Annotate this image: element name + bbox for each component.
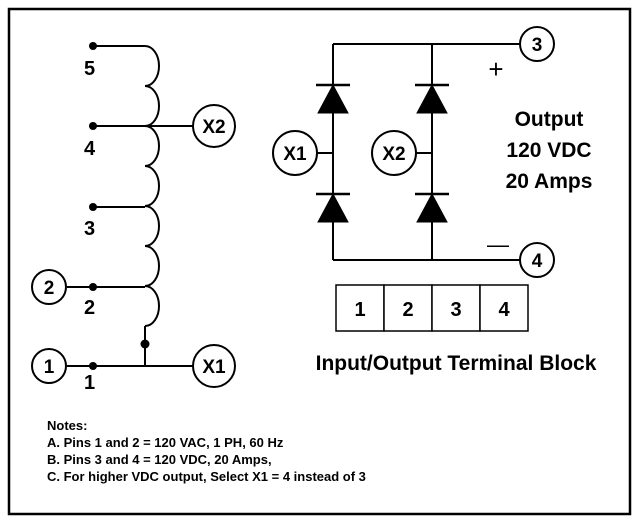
bridge-x2-circle	[371, 130, 417, 176]
pin-1-dot	[89, 362, 97, 370]
output-4-circle	[519, 242, 555, 278]
notes-heading: Notes:	[47, 418, 87, 433]
output-voltage: 120 VDC	[506, 139, 591, 162]
x2-node-label: X2	[202, 117, 225, 138]
diode-top-left	[317, 83, 349, 114]
terminal-block: 1 2 3 4 Input/Output Terminal Block	[316, 284, 597, 375]
input-1-circle	[31, 348, 67, 384]
x1-node-label: X1	[202, 357, 226, 378]
note-b: B. Pins 3 and 4 = 120 VDC, 20 Amps,	[47, 452, 272, 467]
diode-top-right	[416, 83, 448, 114]
negative-sign: —	[487, 232, 509, 257]
transformer: 5 4 3 2 1 X2 X1 2 1	[31, 42, 236, 394]
bridge-x2-label: X2	[382, 144, 405, 165]
pin-3-dot	[89, 203, 97, 211]
transformer-coil	[93, 45, 160, 327]
terminal-cell-1	[335, 284, 385, 332]
notes: Notes: A. Pins 1 and 2 = 120 VAC, 1 PH, …	[47, 418, 366, 484]
note-a: A. Pins 1 and 2 = 120 VAC, 1 PH, 60 Hz	[47, 435, 284, 450]
x1-node-circle	[192, 344, 236, 388]
pin-4-dot	[89, 122, 97, 130]
positive-sign: +	[488, 54, 503, 84]
output-current: 20 Amps	[506, 170, 593, 193]
bridge-rectifier: X1 X2 3 4 + —	[272, 26, 555, 278]
output-spec: Output 120 VDC 20 Amps	[506, 108, 593, 193]
pin-label-4: 4	[84, 138, 96, 160]
input-1-label: 1	[44, 357, 55, 378]
terminal-cell-4	[479, 284, 529, 332]
polarity-dot	[140, 339, 150, 349]
terminal-label-2: 2	[402, 299, 413, 321]
bridge-x1-label: X1	[283, 144, 307, 165]
output-4-label: 4	[532, 251, 543, 272]
terminal-label-3: 3	[450, 299, 461, 321]
bridge-x1-circle	[272, 130, 318, 176]
output-3-label: 3	[532, 35, 543, 56]
diagram-frame	[7, 7, 632, 516]
terminal-label-4: 4	[498, 299, 510, 321]
pin-label-5: 5	[84, 58, 95, 80]
diode-bottom-right	[416, 192, 448, 223]
terminal-label-1: 1	[354, 299, 365, 321]
note-c: C. For higher VDC output, Select X1 = 4 …	[47, 469, 366, 484]
pin-2-dot	[89, 283, 97, 291]
pin-label-1: 1	[84, 372, 95, 394]
output-3-circle	[519, 26, 555, 62]
terminal-block-caption: Input/Output Terminal Block	[316, 352, 597, 375]
terminal-cell-2	[383, 284, 433, 332]
input-2-label: 2	[44, 278, 55, 299]
pin-label-3: 3	[84, 218, 95, 240]
terminal-cell-3	[431, 284, 481, 332]
x2-node-circle	[192, 104, 236, 148]
pin-label-2: 2	[84, 297, 95, 319]
diode-bottom-left	[317, 192, 349, 223]
output-title: Output	[515, 108, 584, 131]
input-2-circle	[31, 269, 67, 305]
pin-5-dot	[89, 42, 97, 50]
